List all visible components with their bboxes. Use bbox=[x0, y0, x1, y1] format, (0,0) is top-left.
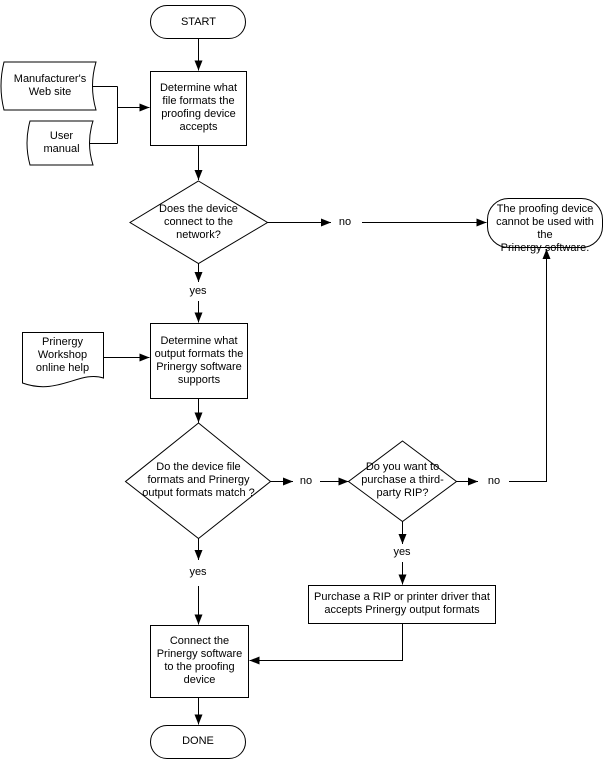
purchase-rip-shape bbox=[308, 585, 496, 624]
user-manual-label: User manual bbox=[43, 130, 80, 155]
manufacturers-website-shape bbox=[0, 61, 97, 111]
determine-file-formats-shape bbox=[150, 71, 247, 146]
edge-rip-no-2 bbox=[509, 249, 551, 482]
determine-output-formats-shape bbox=[150, 323, 248, 399]
formats-match-label: Do the device file formats and Prinergy … bbox=[142, 461, 255, 499]
match-no-label: no bbox=[299, 475, 313, 487]
start-terminator-shape bbox=[150, 5, 246, 39]
done-terminator-shape bbox=[150, 725, 246, 759]
determine-file-formats-label: Determine what file formats the proofing… bbox=[159, 82, 238, 133]
network-yes-label: yes bbox=[189, 285, 207, 297]
network-question-label: Does the device connect to the network? bbox=[159, 203, 238, 241]
prinergy-help-document-shape bbox=[22, 332, 104, 388]
formats-match-diamond bbox=[124, 422, 272, 540]
third-party-rip-label: Do you want to purchase a third- party R… bbox=[361, 461, 444, 499]
purchase-rip-label: Purchase a RIP or printer driver that ac… bbox=[314, 591, 490, 616]
user-manual-shape bbox=[26, 120, 94, 166]
connect-software-shape bbox=[150, 625, 249, 698]
start-label: START bbox=[180, 16, 217, 28]
prinergy-help-label: Prinergy Workshop online help bbox=[35, 336, 90, 374]
manufacturers-website-label: Manufacturer's Web site bbox=[13, 73, 87, 98]
network-question-diamond bbox=[129, 180, 269, 265]
match-yes-label: yes bbox=[189, 566, 207, 578]
determine-output-formats-label: Determine what output formats the Priner… bbox=[154, 335, 244, 386]
done-label: DONE bbox=[182, 735, 214, 747]
edge-purchase-to-connect bbox=[249, 623, 403, 665]
third-party-rip-diamond bbox=[347, 440, 458, 523]
connect-software-label: Connect the Prinergy software to the pro… bbox=[156, 635, 243, 686]
rip-no-label: no bbox=[487, 475, 501, 487]
network-no-label: no bbox=[338, 216, 352, 228]
cannot-be-used-label: The proofing device cannot be used with … bbox=[496, 203, 594, 254]
cannot-be-used-shape bbox=[487, 198, 603, 248]
rip-yes-label: yes bbox=[393, 546, 411, 558]
